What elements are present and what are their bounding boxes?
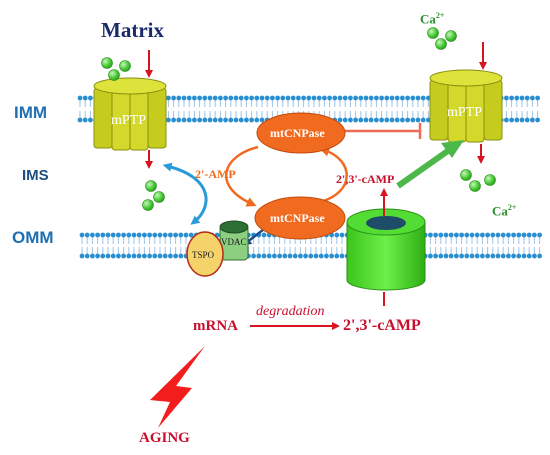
calcium-ion-icon bbox=[427, 27, 439, 39]
imm-label: IMM bbox=[14, 103, 48, 122]
calcium-ions bbox=[101, 27, 496, 211]
aging-label: AGING bbox=[139, 430, 190, 446]
tspo-shape bbox=[186, 231, 224, 277]
calcium-ion-icon bbox=[460, 169, 472, 181]
blue-exchange-arrow bbox=[162, 162, 208, 225]
mtcnpase-bottom-shape bbox=[254, 196, 346, 240]
mtcnpase-top-label: mtCNPase bbox=[270, 126, 325, 140]
mptp-left-label: mPTP bbox=[111, 113, 147, 128]
omm-label: OMM bbox=[12, 228, 54, 247]
amp-2-label: 2'-AMP bbox=[195, 167, 236, 181]
calcium-ion-icon bbox=[435, 38, 447, 50]
ca-top-label: Ca2+ bbox=[420, 11, 445, 27]
mtcnpase-bottom-label: mtCNPase bbox=[270, 211, 325, 225]
cycle-arrow-left bbox=[224, 145, 259, 207]
mtcnpase-top-shape bbox=[256, 112, 346, 154]
mptp-pore-left bbox=[93, 77, 167, 151]
vdac-label: VDAC bbox=[221, 237, 247, 247]
calcium-ion-icon bbox=[445, 30, 457, 42]
matrix-label: Matrix bbox=[101, 18, 164, 42]
green-activation-arrow bbox=[396, 145, 454, 189]
vdac-shape bbox=[219, 220, 249, 261]
calcium-ion-icon bbox=[153, 191, 165, 203]
tspo-label: TSPO bbox=[192, 250, 215, 260]
mptp-right-label: mPTP bbox=[447, 105, 483, 120]
calcium-ion-icon bbox=[484, 174, 496, 186]
cycle-arrow-right bbox=[319, 146, 348, 204]
degradation-label: degradation bbox=[256, 304, 325, 319]
calcium-ion-icon bbox=[142, 199, 154, 211]
mrna-label: mRNA bbox=[193, 318, 238, 334]
ca-right-label: Ca2+ bbox=[492, 203, 517, 219]
calcium-ion-icon bbox=[469, 180, 481, 192]
green-activation-arrowhead bbox=[441, 140, 464, 158]
omm-channel bbox=[346, 208, 426, 291]
ims-label: IMS bbox=[22, 167, 49, 184]
camp-ims-label: 2',3'-cAMP bbox=[336, 172, 395, 186]
calcium-ion-icon bbox=[145, 180, 157, 192]
calcium-ion-icon bbox=[119, 60, 131, 72]
calcium-ion-icon bbox=[101, 57, 113, 69]
lightning-bolt-icon bbox=[150, 346, 205, 428]
inhibition-line bbox=[345, 123, 422, 139]
calcium-ion-icon bbox=[108, 69, 120, 81]
camp-bottom-label: 2',3'-cAMP bbox=[343, 317, 421, 334]
